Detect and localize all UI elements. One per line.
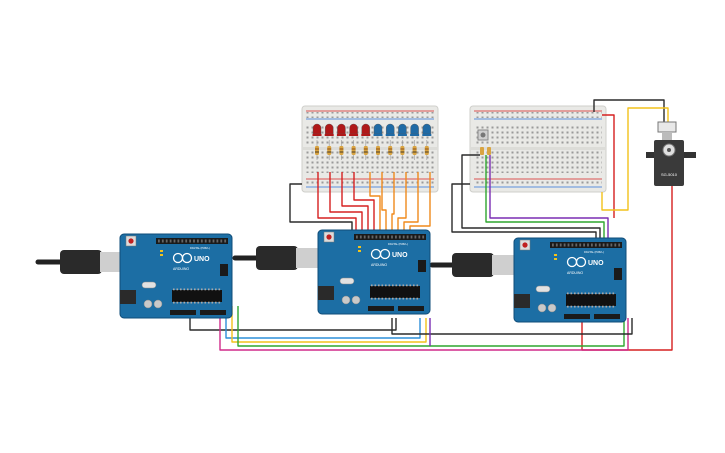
board-brand-label: ARDUINO (371, 263, 387, 267)
capacitor (143, 299, 153, 309)
arduino-uno-left[interactable]: UNO ARDUINO DIGITAL (PWM~) (119, 233, 233, 319)
digital-header[interactable] (354, 234, 426, 240)
pushbutton[interactable] (477, 129, 489, 141)
board-led (358, 246, 361, 248)
digital-header[interactable] (550, 242, 622, 248)
arduino-uno-right[interactable]: UNO ARDUINO DIGITAL (PWM~) (513, 237, 627, 323)
led-row (312, 123, 432, 136)
digital-header[interactable] (156, 238, 228, 244)
led[interactable] (349, 123, 359, 136)
resistor-row (315, 140, 429, 160)
wires (189, 99, 673, 351)
capacitor (153, 299, 163, 309)
icsp-header[interactable] (418, 260, 426, 272)
board-led (358, 250, 361, 252)
servo-label: SG-5010 (661, 172, 678, 177)
board-led (160, 254, 163, 256)
resistor (424, 140, 429, 160)
icsp-header[interactable] (614, 268, 622, 280)
arduino-uno-middle[interactable]: UNO ARDUINO DIGITAL (PWM~) (317, 229, 431, 315)
board-led (160, 250, 163, 252)
board-led (554, 258, 557, 260)
resistor (400, 140, 405, 160)
microcontroller-chip (172, 290, 222, 302)
power-header[interactable] (170, 310, 196, 315)
power-header[interactable] (368, 306, 394, 311)
crystal (339, 277, 355, 285)
resistor (339, 140, 344, 160)
analog-header[interactable] (594, 314, 620, 319)
arduino-logo-icon (566, 256, 587, 268)
led[interactable] (373, 123, 383, 136)
resistor (351, 140, 356, 160)
usb-cable-middle[interactable] (232, 246, 324, 270)
crystal (141, 281, 157, 289)
capacitor (547, 303, 557, 313)
digital-header-label: DIGITAL (PWM~) (584, 250, 604, 254)
arduino-logo-icon (370, 248, 391, 260)
arduino-logo-icon (172, 252, 193, 264)
resistor (412, 140, 417, 160)
power-jack[interactable] (318, 286, 334, 300)
reset-button-cap (522, 242, 528, 248)
led[interactable] (312, 123, 322, 136)
crystal (535, 285, 551, 293)
led[interactable] (422, 123, 432, 136)
power-jack[interactable] (120, 290, 136, 304)
digital-header-label: DIGITAL (PWM~) (190, 246, 210, 250)
led[interactable] (361, 123, 371, 136)
analog-header[interactable] (398, 306, 424, 311)
resistor (388, 140, 393, 160)
breadboard-right[interactable] (469, 105, 607, 193)
resistor (315, 140, 319, 160)
board-model-label: UNO (588, 260, 604, 267)
led[interactable] (410, 123, 420, 136)
reset-button-cap (326, 234, 332, 240)
capacitor (341, 295, 351, 305)
board-model-label: UNO (392, 252, 408, 259)
resistor (376, 140, 380, 160)
capacitor (351, 295, 361, 305)
reset-button-cap (128, 238, 134, 244)
servo-motor[interactable]: SG-5010 (646, 121, 696, 186)
capacitor (537, 303, 547, 313)
led[interactable] (397, 123, 407, 136)
power-jack[interactable] (514, 294, 530, 308)
power-header[interactable] (564, 314, 590, 319)
usb-cable-right[interactable] (429, 253, 520, 277)
board-brand-label: ARDUINO (567, 271, 583, 275)
resistor-br2 (480, 147, 491, 155)
board-model-label: UNO (194, 256, 210, 263)
board-led (554, 254, 557, 256)
microcontroller-chip (566, 294, 616, 306)
led[interactable] (324, 123, 334, 136)
icsp-header[interactable] (220, 264, 228, 276)
usb-cable-left[interactable] (35, 250, 128, 274)
led[interactable] (336, 123, 346, 136)
led[interactable] (385, 123, 395, 136)
resistor (363, 140, 368, 160)
microcontroller-chip (370, 286, 420, 298)
resistor (327, 140, 332, 160)
board-brand-label: ARDUINO (173, 267, 189, 271)
digital-header-label: DIGITAL (PWM~) (388, 242, 408, 246)
analog-header[interactable] (200, 310, 226, 315)
